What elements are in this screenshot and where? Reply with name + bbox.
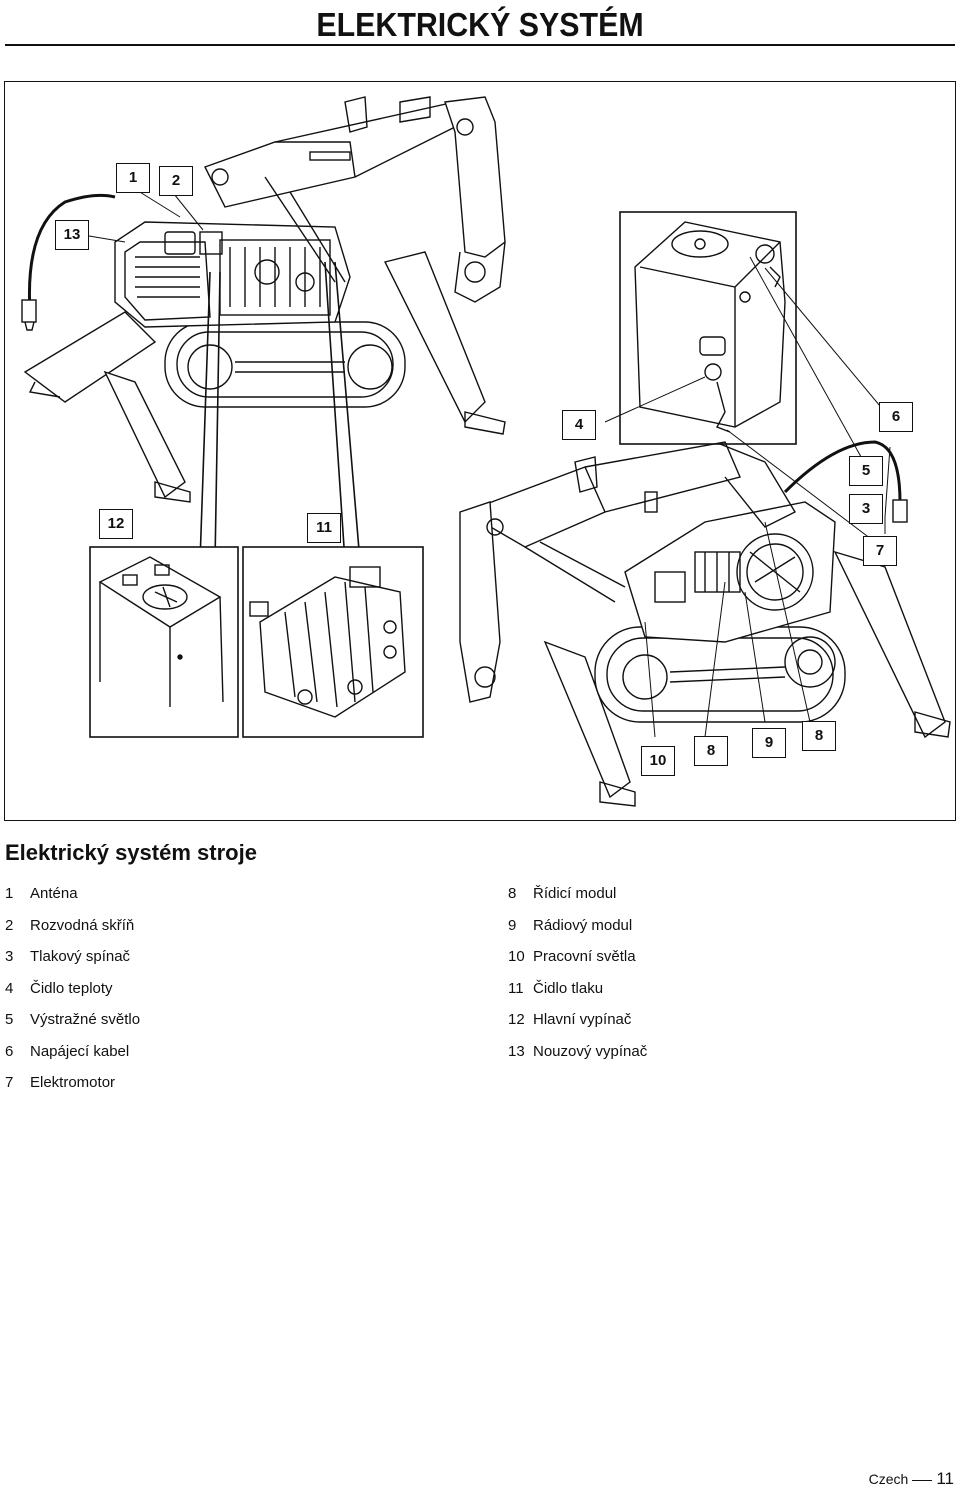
legend-label: Elektromotor: [30, 1074, 116, 1091]
legend-number: 8: [508, 885, 517, 902]
legend-item: 7 Elektromotor: [5, 1071, 140, 1103]
legend-item: 9 Rádiový modul: [508, 914, 647, 946]
legend-number: 10: [508, 948, 525, 965]
page-number: 11: [936, 1469, 954, 1488]
legend-number: 2: [5, 916, 14, 934]
legend-item: 13 Nouzový vypínač: [508, 1040, 647, 1072]
legend-label: Hlavní vypínač: [533, 1011, 632, 1028]
inset-main-switch: [89, 546, 239, 738]
inset-hydraulic-tank: [604, 211, 886, 543]
legend-number: 13: [508, 1042, 525, 1060]
legend-item: 2 Rozvodná skříň: [5, 914, 140, 946]
legend-number: 4: [5, 979, 14, 997]
machine-top-left: [21, 96, 506, 563]
footer-language: Czech: [868, 1471, 909, 1487]
callout-8a: 8: [694, 736, 728, 766]
electrical-system-figure: 1 2 13 4 6 5 3 7 12 11 10 8 9 8: [4, 81, 956, 821]
legend-item: 1 Anténa: [5, 882, 140, 914]
legend-right-column: 8 Řídicí modul 9 Rádiový modul 10 Pracovní …: [508, 882, 647, 1071]
callout-2: 2: [159, 166, 193, 196]
page-title: ELEKTRICKÝ SYSTÉM: [316, 6, 644, 43]
legend-number: 5: [5, 1011, 14, 1028]
footer-dash: [912, 1479, 933, 1482]
legend-item: 6 Napájecí kabel: [5, 1040, 140, 1072]
legend-number: 12: [508, 1011, 525, 1028]
callout-10: 10: [641, 746, 675, 776]
section-heading: Elektrický systém stroje: [5, 840, 257, 865]
page-footer: Czech 11: [869, 1469, 954, 1489]
legend-label: Rádiový modul: [533, 916, 633, 934]
legend-number: 11: [508, 979, 524, 997]
title-rule: [5, 44, 955, 46]
legend-label: Čidlo teploty: [30, 979, 113, 997]
legend-item: 3 Tlakový spínač: [5, 945, 140, 977]
legend-number: 3: [5, 948, 14, 965]
legend-label: Čidlo tlaku: [533, 979, 604, 997]
legend-item: 11 Čidlo tlaku: [508, 977, 647, 1009]
callout-7: 7: [863, 536, 897, 566]
callout-3: 3: [849, 494, 883, 524]
callout-13: 13: [55, 220, 89, 250]
legend-label: Řídicí modul: [533, 885, 617, 902]
legend-item: 10 Pracovní světla: [508, 945, 647, 977]
callout-1: 1: [116, 163, 150, 193]
machine-bottom-right: [459, 440, 951, 807]
legend-label: Napájecí kabel: [30, 1042, 130, 1060]
callout-12: 12: [99, 509, 133, 539]
callout-11: 11: [307, 513, 341, 543]
legend-label: Rozvodná skříň: [30, 916, 135, 934]
callout-9: 9: [752, 728, 786, 758]
callout-5: 5: [849, 456, 883, 486]
legend-number: 1: [5, 885, 14, 902]
legend-item: 4 Čidlo teploty: [5, 977, 140, 1009]
legend-number: 7: [5, 1074, 14, 1091]
legend-number: 6: [5, 1042, 14, 1060]
legend-number: 9: [508, 916, 517, 934]
legend-label: Pracovní světla: [533, 948, 636, 965]
inset-valve-block: [242, 546, 424, 738]
machine-illustration: [21, 96, 951, 807]
callout-4: 4: [562, 410, 596, 440]
legend-label: Nouzový vypínač: [533, 1042, 648, 1060]
legend-label: Tlakový spínač: [30, 948, 131, 965]
legend-label: Výstražné světlo: [30, 1011, 141, 1028]
legend-item: 8 Řídicí modul: [508, 882, 647, 914]
callout-8b: 8: [802, 721, 836, 751]
legend-item: 12 Hlavní vypínač: [508, 1008, 647, 1040]
legend-label: Anténa: [30, 885, 78, 902]
callout-6: 6: [879, 402, 913, 432]
legend-item: 5 Výstražné světlo: [5, 1008, 140, 1040]
